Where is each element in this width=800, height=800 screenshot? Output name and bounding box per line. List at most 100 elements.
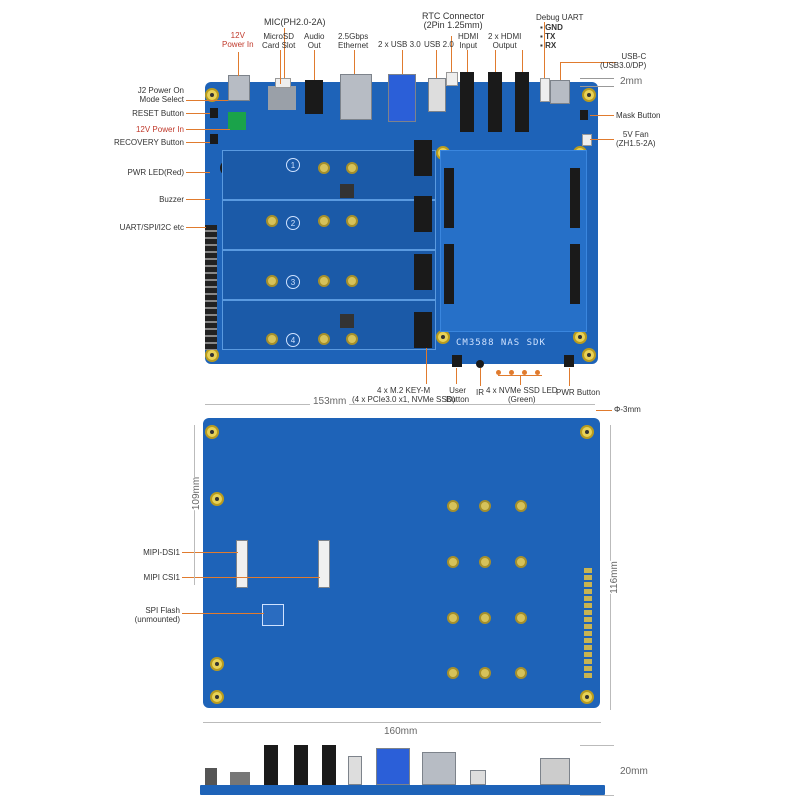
j2-jumper (228, 112, 246, 130)
label-hole: Φ-3mm (614, 405, 641, 414)
label-usb3: 2 x USB 3.0 (378, 40, 421, 49)
callout-line (590, 115, 614, 116)
mount-pad (479, 667, 491, 679)
mount-hole (573, 330, 587, 344)
dimension-line (580, 745, 614, 746)
m2-slot-4 (222, 300, 436, 350)
label-ethernet: 2.5Gbps Ethernet (338, 32, 369, 50)
mount-hole (210, 690, 224, 704)
mount-hole (205, 88, 219, 102)
mount-pad (346, 275, 358, 287)
recovery-button (210, 134, 218, 144)
callout-line (186, 142, 210, 143)
dimension-116mm: 116mm (608, 561, 620, 594)
callout-line (426, 348, 427, 384)
label-audio: Audio Out (304, 32, 325, 50)
side-audio (470, 770, 486, 785)
slot-number: 3 (286, 275, 300, 289)
dimension-160mm: 160mm (384, 726, 418, 737)
mount-pad (346, 162, 358, 174)
ir-receiver (476, 360, 484, 368)
callout-line (186, 227, 206, 228)
callout-line (451, 36, 452, 72)
mount-hole (582, 88, 596, 102)
led-marker (522, 370, 527, 375)
label-mic: MIC(PH2.0-2A) (264, 17, 326, 27)
dimension-153mm: 153mm (310, 396, 350, 407)
cm3588-module-area (440, 150, 587, 332)
usb3-port (388, 74, 416, 122)
m2-connector (414, 140, 432, 176)
user-button (452, 355, 462, 367)
label-power-in: 12V Power In (222, 31, 254, 49)
callout-line (182, 613, 264, 614)
mount-pad (318, 275, 330, 287)
mount-pad (318, 162, 330, 174)
led-marker (535, 370, 540, 375)
mount-pad (266, 333, 278, 345)
slot-number: 2 (286, 216, 300, 230)
mount-hole (580, 690, 594, 704)
side-component (230, 772, 250, 785)
callout-line (284, 28, 285, 78)
label-usb2: USB 2.0 (424, 40, 454, 49)
mount-pad (318, 215, 330, 227)
reset-button (210, 108, 218, 118)
hdmi-input-port (460, 72, 474, 132)
dimension-2mm: 2mm (620, 76, 643, 87)
led-marker (509, 370, 514, 375)
m2-slot-1 (222, 150, 436, 200)
board-name: CM3588 NAS SDK (456, 338, 546, 348)
mount-pad (479, 556, 491, 568)
callout-line (456, 368, 457, 384)
side-hdmi (264, 745, 278, 785)
label-gnd: ▪ GND (540, 23, 563, 32)
callout-line (238, 52, 239, 76)
mount-hole (205, 348, 219, 362)
tx-text: TX (545, 32, 556, 41)
callout-line (354, 50, 355, 74)
mount-hole (580, 425, 594, 439)
mount-pad (515, 556, 527, 568)
label-buzzer: Buzzer (159, 195, 184, 204)
label-hdmi-out: 2 x HDMI Output (488, 32, 522, 50)
side-usb3 (376, 748, 410, 785)
callout-line (520, 375, 521, 385)
spi-flash-footprint (262, 604, 284, 626)
chip (340, 314, 354, 328)
callout-line (560, 62, 561, 80)
label-j2: J2 Power On Mode Select (137, 86, 184, 104)
board-to-board-connector (444, 244, 454, 304)
mount-pad (346, 333, 358, 345)
mount-hole (436, 330, 450, 344)
label-fan: 5V Fan (ZH1.5-2A) (616, 130, 656, 148)
fan-connector (582, 134, 592, 146)
board-to-board-connector (570, 168, 580, 228)
mount-pad (266, 275, 278, 287)
callout-line (402, 50, 403, 74)
hdmi-output-port (515, 72, 529, 132)
rx-text: RX (545, 41, 557, 50)
callout-line (569, 368, 570, 386)
side-ethernet (422, 752, 456, 785)
label-usbc: USB-C (USB3.0/DP) (600, 52, 647, 70)
debug-uart-header (540, 78, 550, 102)
usb2-port (428, 78, 446, 112)
m2-slot-3 (222, 250, 436, 300)
audio-jack (305, 80, 323, 114)
label-hdmi-in: HDMI Input (458, 32, 479, 50)
mask-button (580, 110, 588, 120)
power-jack (228, 75, 250, 101)
label-mipi-dsi: MIPI-DSI1 (143, 548, 180, 557)
label-microsd: MicroSD Card Slot (262, 32, 296, 50)
side-component (205, 768, 217, 785)
microsd-slot (268, 86, 296, 110)
board-to-board-connector (444, 168, 454, 228)
m2-slot-2 (222, 200, 436, 250)
callout-line (495, 50, 496, 72)
callout-line (186, 172, 210, 173)
callout-line (186, 129, 230, 130)
slot-number: 4 (286, 333, 300, 347)
label-recovery: RECOVERY Button (114, 138, 184, 147)
label-m2: 4 x M.2 KEY-M (4 x PCIe3.0 x1, NVMe SSD) (352, 386, 456, 404)
